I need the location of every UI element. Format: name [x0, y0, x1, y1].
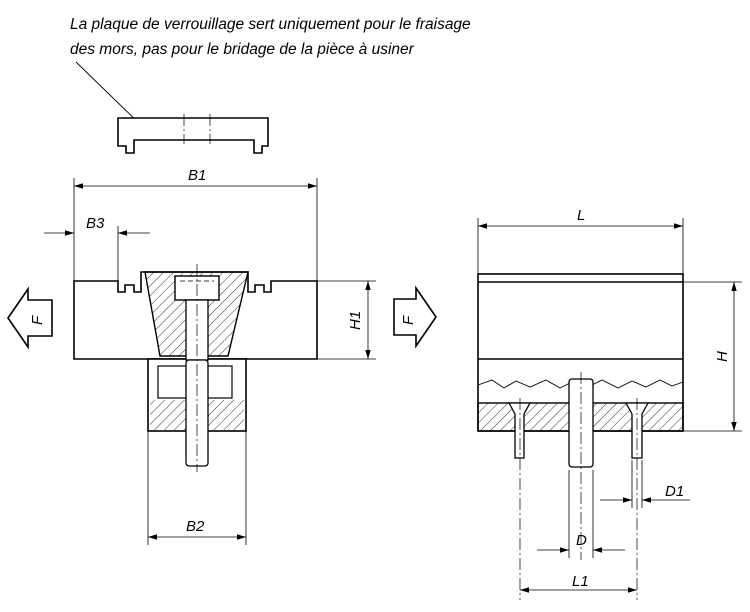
callout-note: La plaque de verrouillage sert uniquemen… [70, 12, 471, 62]
force-arrow-left [7, 286, 53, 350]
jaw-front-view [73, 264, 318, 472]
locking-plate [117, 114, 269, 154]
dim-H1: H1 [347, 311, 364, 330]
force-label-right: F [400, 315, 417, 325]
note-line-1: La plaque de verrouillage sert uniquemen… [70, 16, 471, 33]
force-label-left: F [29, 315, 46, 325]
note-line-2: des mors, pas pour le bridage de la pièc… [70, 41, 414, 58]
note-leader [75, 61, 144, 128]
dim-B1: B1 [188, 167, 206, 184]
jaw-side-view [477, 273, 684, 600]
dim-H: H [714, 351, 731, 362]
force-arrow-right [393, 285, 437, 349]
dim-L1: L1 [572, 573, 589, 590]
dim-B2: B2 [186, 518, 205, 535]
dim-L: L [577, 207, 585, 224]
dim-B3: B3 [86, 215, 105, 232]
dim-D1: D1 [665, 483, 684, 500]
dim-D: D [576, 532, 587, 549]
